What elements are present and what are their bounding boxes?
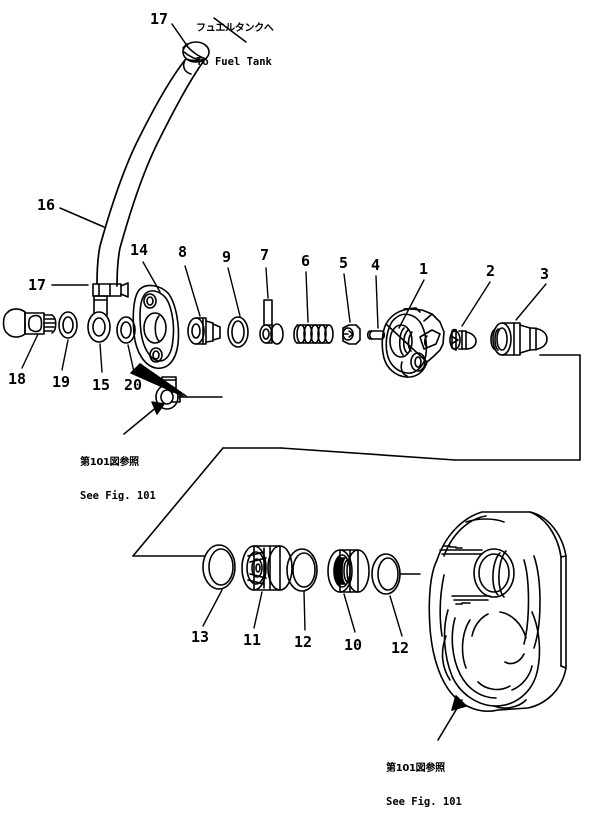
callout-12-b: 12 <box>391 639 410 657</box>
part-16-fuel-hose <box>96 59 204 287</box>
callout-14: 14 <box>130 241 149 259</box>
part-20-gasket-small <box>116 316 136 344</box>
annotation-to-fuel-tank-en: To Fuel Tank <box>196 55 272 68</box>
annotation-to-fuel-tank: フュエルタンクへ To Fuel Tank <box>196 2 274 90</box>
annotation-see-fig-101-lower: 第101図参照 See Fig. 101 <box>386 742 462 830</box>
see-fig-101-lower-leader <box>437 695 467 741</box>
part-19-gasket <box>58 311 78 339</box>
annotation-to-fuel-tank-jp: フュエルタンクへ <box>196 23 274 35</box>
part-2-nipple <box>449 328 477 351</box>
callout-13: 13 <box>191 628 210 646</box>
annotation-see-fig-101-upper-en: See Fig. 101 <box>80 489 156 502</box>
callout-19: 19 <box>52 373 71 391</box>
callout-9: 9 <box>222 248 232 266</box>
part-15-eye-joint <box>87 295 111 343</box>
part-10-seal-ring <box>327 549 370 593</box>
annotation-see-fig-101-upper-jp: 第101図参照 <box>80 457 139 469</box>
callout-17-upper: 17 <box>150 10 169 28</box>
part-5-valve-seat <box>342 324 361 345</box>
callout-arrow-group <box>123 363 223 435</box>
callout-6: 6 <box>301 252 311 270</box>
part-9-washer <box>227 316 249 348</box>
callout-4: 4 <box>371 256 381 274</box>
part-3-cap-nut <box>490 322 548 356</box>
part-6-spring <box>293 324 334 344</box>
part-12-o-ring-b <box>371 553 401 595</box>
callout-16: 16 <box>37 196 56 214</box>
parts-diagram: フュエルタンクへ To Fuel Tank 第101図参照 See Fig. 1… <box>2 2 581 808</box>
callout-5: 5 <box>339 254 349 272</box>
part-11-bearing <box>241 545 293 591</box>
callout-17-lower: 17 <box>28 276 47 294</box>
part-17-clamp-lower <box>92 282 129 298</box>
callout-3: 3 <box>540 265 550 283</box>
callout-8: 8 <box>178 243 188 261</box>
part-7-plunger <box>259 299 284 345</box>
annotation-see-fig-101-lower-en: See Fig. 101 <box>386 795 462 808</box>
part-12-o-ring-a <box>286 548 318 592</box>
section-connector-bracket <box>132 354 581 557</box>
callout-11: 11 <box>243 631 262 649</box>
part-1-pump-body <box>381 307 445 378</box>
callout-7: 7 <box>260 246 270 264</box>
part-17-clamp-upper <box>182 41 210 63</box>
annotation-see-fig-101-upper: 第101図参照 See Fig. 101 <box>80 436 156 524</box>
diagram-artwork <box>2 17 581 741</box>
leader-stems <box>21 261 547 637</box>
annotation-see-fig-101-lower-jp: 第101図参照 <box>386 763 445 775</box>
part-8-union-fitting <box>187 317 221 345</box>
callout-2: 2 <box>486 262 496 280</box>
callout-15: 15 <box>92 376 111 394</box>
callout-12-a: 12 <box>294 633 313 651</box>
pump-housing-assembly <box>428 511 567 712</box>
hose-top-opening <box>182 59 192 75</box>
part-14-mounting-flange <box>132 284 180 369</box>
callout-1: 1 <box>419 260 429 278</box>
callout-18: 18 <box>8 370 27 388</box>
part-13-o-ring-outer <box>202 544 236 590</box>
callout-10: 10 <box>344 636 363 654</box>
part-18-banjo-bolt <box>2 308 57 338</box>
callout-20: 20 <box>124 376 143 394</box>
leader-lines-top <box>51 17 247 286</box>
